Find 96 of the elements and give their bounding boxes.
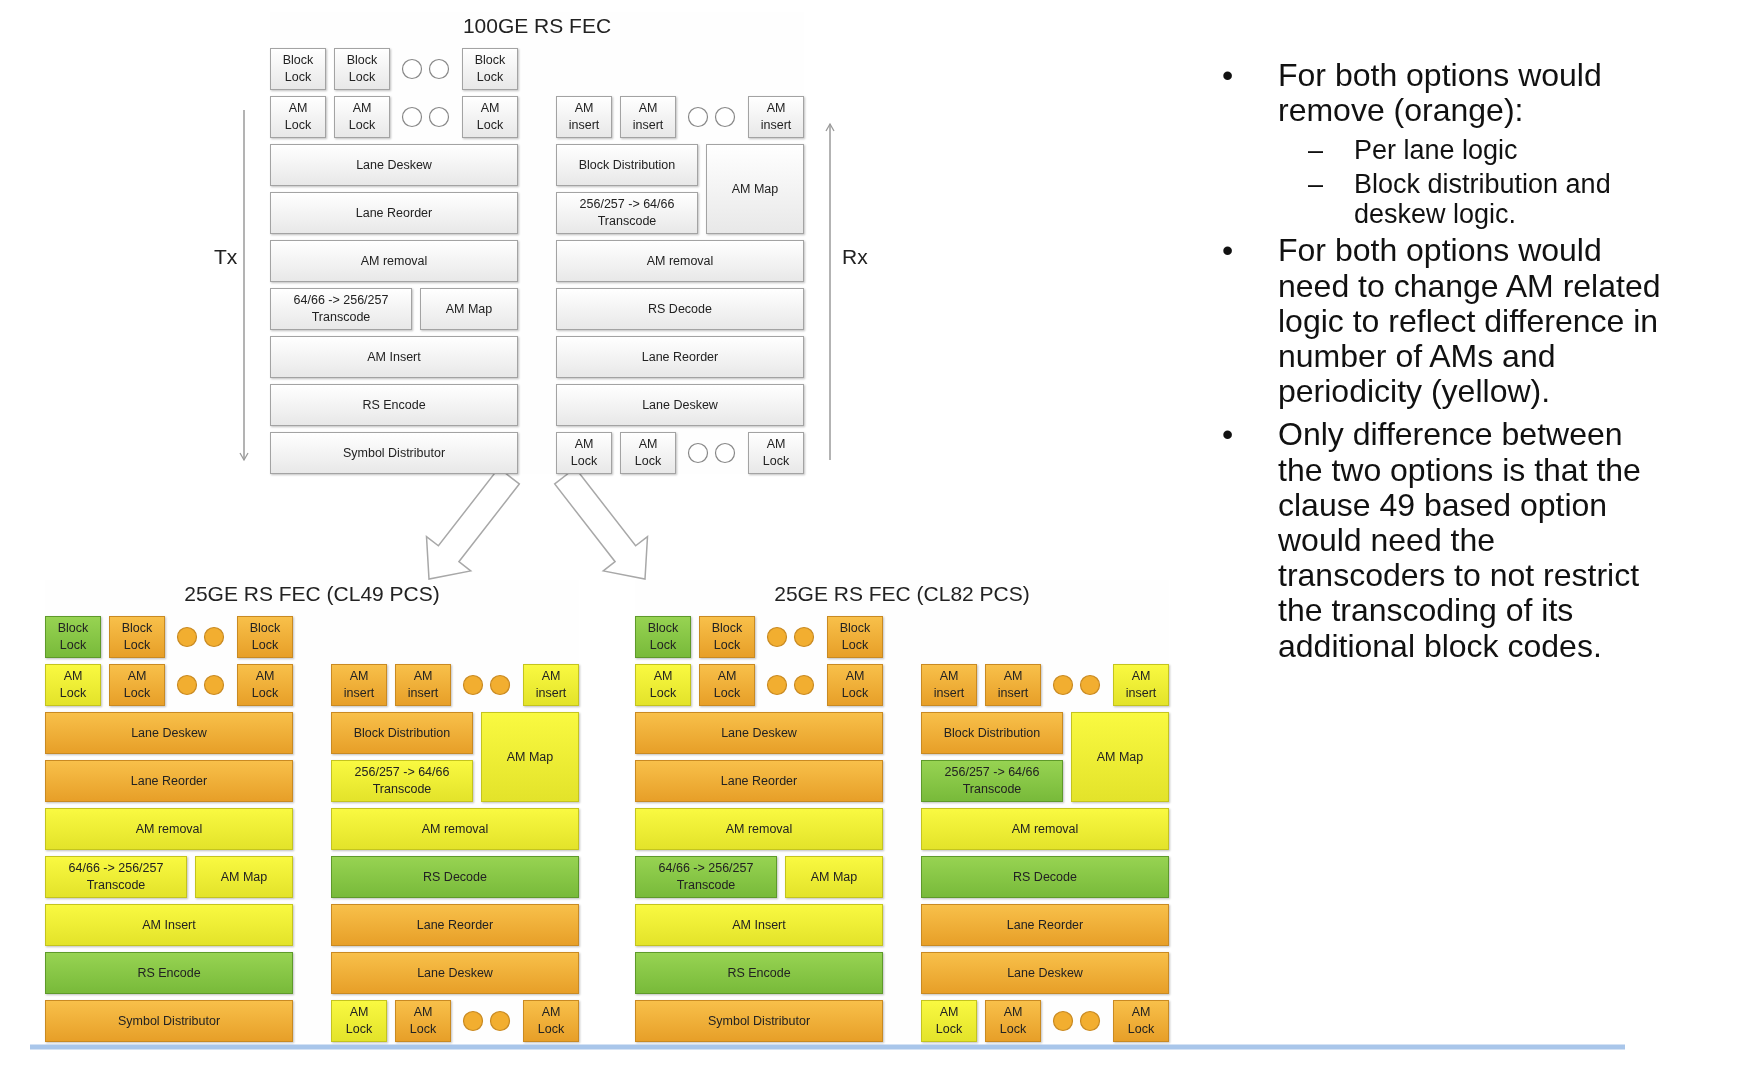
process-block: Lane Reorder [331, 904, 579, 946]
process-block: AM insert [331, 664, 387, 706]
bullet-text: Block distribution and deskew logic. [1354, 170, 1612, 230]
process-block: AM Lock [921, 1000, 977, 1042]
process-block: RS Decode [921, 856, 1169, 898]
process-block: Block Lock [237, 616, 293, 658]
process-block: AM insert [556, 96, 612, 138]
process-block: AM Lock [1113, 1000, 1169, 1042]
process-block: AM Lock [985, 1000, 1041, 1042]
process-block: AM insert [748, 96, 804, 138]
bullet-text: Per lane logic [1354, 136, 1518, 167]
process-block: 64/66 -> 256/257 Transcode [45, 856, 187, 898]
process-block: AM removal [331, 808, 579, 850]
direction-label: Rx [842, 245, 868, 269]
process-block: RS Decode [556, 288, 804, 330]
process-block: AM insert [985, 664, 1041, 706]
panel-title: 100GE RS FEC [461, 14, 613, 38]
process-block: Block Lock [635, 616, 691, 658]
process-block: 64/66 -> 256/257 Transcode [270, 288, 412, 330]
process-block: Symbol Distributor [270, 432, 518, 474]
process-block: AM Lock [237, 664, 293, 706]
process-block: AM Lock [270, 96, 326, 138]
process-block: Lane Deskew [635, 712, 883, 754]
process-block: Symbol Distributor [45, 1000, 293, 1042]
process-block: AM Lock [109, 664, 165, 706]
process-block: AM Lock [523, 1000, 579, 1042]
process-block: AM Lock [462, 96, 518, 138]
process-block: AM Insert [270, 336, 518, 378]
process-block: Block Lock [45, 616, 101, 658]
process-block: Lane Deskew [331, 952, 579, 994]
process-block: 64/66 -> 256/257 Transcode [635, 856, 777, 898]
process-block: Block Lock [827, 616, 883, 658]
bullet-text: For both options would need to change AM related logic to reflect difference in number of AMs and periodicity (yellow). [1278, 233, 1662, 410]
process-block: AM Map [481, 712, 579, 802]
process-block: RS Encode [270, 384, 518, 426]
process-block: AM Lock [45, 664, 101, 706]
direction-label: Tx [214, 245, 238, 269]
process-block: AM insert [395, 664, 451, 706]
bullet-marker: • [1222, 417, 1235, 453]
process-block: Lane Deskew [556, 384, 804, 426]
process-block: Lane Reorder [45, 760, 293, 802]
process-block: AM Map [1071, 712, 1169, 802]
process-block: AM Lock [635, 664, 691, 706]
process-block: Block Lock [334, 48, 390, 90]
process-block: AM Map [195, 856, 293, 898]
process-block: AM Lock [827, 664, 883, 706]
process-block: AM insert [523, 664, 579, 706]
bullet-marker: • [1222, 58, 1235, 94]
process-block: Block Lock [462, 48, 518, 90]
process-block: RS Decode [331, 856, 579, 898]
bullet-text: For both options would remove (orange): [1278, 58, 1603, 129]
process-block: AM removal [270, 240, 518, 282]
process-block: Lane Deskew [270, 144, 518, 186]
process-block: Block Distribution [921, 712, 1063, 754]
process-block: AM Lock [748, 432, 804, 474]
bullet-marker: – [1308, 170, 1325, 200]
process-block: 256/257 -> 64/66 Transcode [331, 760, 473, 802]
process-block: AM Map [420, 288, 518, 330]
process-block: AM removal [635, 808, 883, 850]
process-block: AM Lock [331, 1000, 387, 1042]
process-block: Block Lock [270, 48, 326, 90]
process-block: Block Distribution [556, 144, 698, 186]
process-block: AM Lock [556, 432, 612, 474]
process-block: Lane Deskew [45, 712, 293, 754]
panel-title: 25GE RS FEC (CL82 PCS) [773, 582, 1031, 606]
process-block: Lane Reorder [556, 336, 804, 378]
process-block: AM removal [556, 240, 804, 282]
process-block: AM Insert [635, 904, 883, 946]
bullet-marker: • [1222, 233, 1235, 269]
process-block: Block Lock [109, 616, 165, 658]
process-block: AM Lock [395, 1000, 451, 1042]
process-block: AM Insert [45, 904, 293, 946]
process-block: AM insert [921, 664, 977, 706]
process-block: AM Map [785, 856, 883, 898]
process-block: 256/257 -> 64/66 Transcode [556, 192, 698, 234]
process-block: RS Encode [635, 952, 883, 994]
process-block: Block Distribution [331, 712, 473, 754]
process-block: Lane Reorder [270, 192, 518, 234]
process-block: Lane Reorder [921, 904, 1169, 946]
process-block: AM Lock [699, 664, 755, 706]
panel-title: 25GE RS FEC (CL49 PCS) [183, 582, 441, 606]
process-block: AM insert [1113, 664, 1169, 706]
process-block: Symbol Distributor [635, 1000, 883, 1042]
process-block: AM removal [921, 808, 1169, 850]
process-block: RS Encode [45, 952, 293, 994]
process-block: Lane Reorder [635, 760, 883, 802]
process-block: AM Map [706, 144, 804, 234]
process-block: AM insert [620, 96, 676, 138]
process-block: Block Lock [699, 616, 755, 658]
process-block: Lane Deskew [921, 952, 1169, 994]
process-block: AM removal [45, 808, 293, 850]
process-block: AM Lock [334, 96, 390, 138]
bullet-marker: – [1308, 136, 1325, 167]
process-block: 256/257 -> 64/66 Transcode [921, 760, 1063, 802]
process-block: AM Lock [620, 432, 676, 474]
bullet-text: Only difference between the two options is that the clause 49 based option would need the transcoders to not restrict the transcoding of its additional block codes. [1278, 417, 1642, 664]
